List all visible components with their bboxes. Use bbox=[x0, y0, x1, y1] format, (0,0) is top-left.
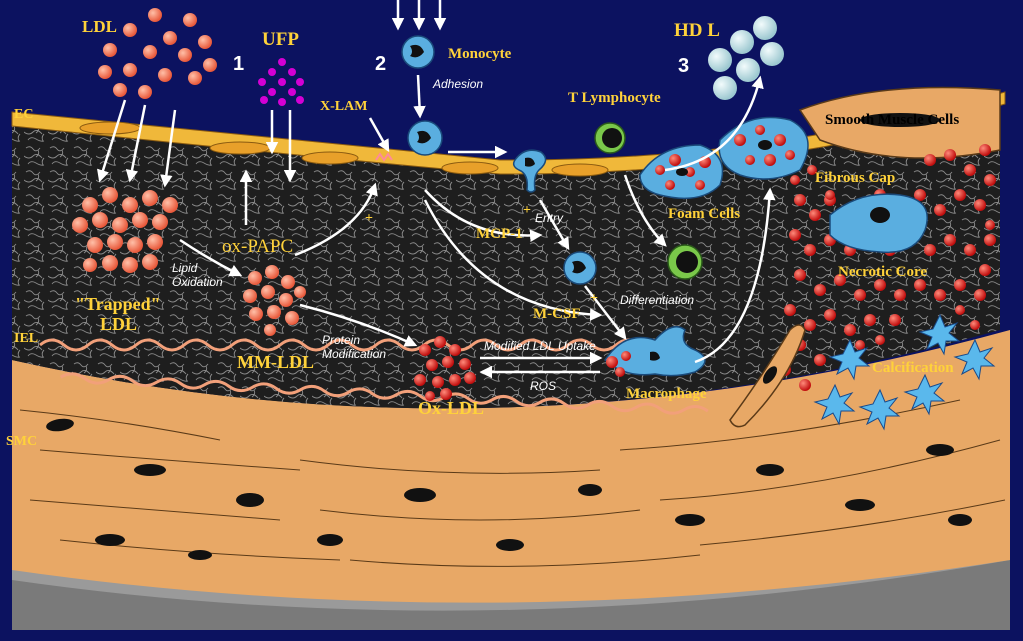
ox-ldl-cluster bbox=[414, 336, 476, 401]
label-protein-modification-line1: Protein bbox=[322, 333, 360, 347]
label-lipid-oxidation-line1: Lipid bbox=[172, 261, 198, 275]
smc-nuclei bbox=[46, 418, 972, 560]
ldl-particles bbox=[98, 8, 217, 99]
label-mm-ldl: MM-LDL bbox=[237, 352, 314, 372]
label-t-lymphocyte: T Lymphocyte bbox=[568, 90, 661, 106]
plus-3: + bbox=[590, 291, 598, 306]
label-modified-ldl-uptake: Modified LDL Uptake bbox=[484, 339, 596, 353]
monocyte-blood bbox=[401, 35, 435, 69]
label-macrophage: Macrophage bbox=[626, 386, 707, 402]
label-number-2: 2 bbox=[375, 53, 386, 75]
plus-signs: + + + bbox=[365, 203, 598, 306]
hdl-particles bbox=[708, 16, 784, 100]
monocyte-adhering bbox=[407, 120, 443, 156]
ufp-particles bbox=[258, 58, 304, 106]
label-m-csf: M-CSF bbox=[533, 306, 581, 322]
label-xlam: X-LAM bbox=[320, 99, 367, 114]
label-adhesion: Adhesion bbox=[432, 77, 483, 91]
plus-2: + bbox=[523, 203, 531, 218]
label-foam-cells: Foam Cells bbox=[668, 206, 740, 222]
necrotic-core-particles bbox=[779, 144, 996, 391]
label-ros: ROS bbox=[530, 379, 556, 393]
iel-line-lower bbox=[59, 372, 709, 415]
label-lipid-oxidation-line2: Oxidation bbox=[172, 275, 223, 289]
mm-ldl-cluster bbox=[243, 265, 306, 336]
arrows bbox=[97, 0, 776, 379]
label-hdl: HD L bbox=[674, 20, 720, 41]
label-protein-modification-line2: Modification bbox=[322, 347, 386, 361]
label-ec: EC bbox=[14, 107, 33, 122]
label-ox-ldl: Ox-LDL bbox=[418, 398, 484, 418]
label-number-1: 1 bbox=[233, 53, 244, 75]
iel-line bbox=[39, 338, 641, 352]
t-lymphocyte-blood bbox=[594, 122, 626, 154]
label-smooth-muscle-cells: Smooth Muscle Cells bbox=[825, 112, 959, 128]
label-necrotic-core: Necrotic Core bbox=[838, 264, 927, 280]
label-ldl: LDL bbox=[82, 17, 117, 36]
label-iel: IEL bbox=[14, 331, 38, 346]
label-number-3: 3 bbox=[678, 55, 689, 77]
calcification-stars bbox=[813, 313, 996, 431]
label-ox-papc: ox-PAPC bbox=[222, 236, 293, 257]
monocyte-entering bbox=[512, 149, 547, 193]
xlam-marker bbox=[375, 152, 393, 162]
label-mcp1: MCP-1 bbox=[476, 226, 523, 242]
label-entry: Entry bbox=[535, 211, 564, 225]
label-trapped-ldl-line1: "Trapped" bbox=[75, 294, 161, 314]
smc-top-nucleus bbox=[860, 113, 940, 127]
adventitia-dark-band bbox=[12, 560, 1010, 630]
label-fibrous-cap: Fibrous Cap bbox=[815, 170, 895, 186]
trapped-ldl-cluster bbox=[72, 187, 178, 273]
label-ufp: UFP bbox=[262, 29, 299, 50]
label-calcification: Calcification bbox=[872, 360, 954, 376]
monocyte-intima bbox=[563, 251, 597, 285]
necrotic-core-foam-cell bbox=[829, 193, 928, 254]
t-lymphocyte-intima bbox=[667, 244, 703, 280]
label-differentiation: Differentiation bbox=[620, 293, 694, 307]
macrophage-cell bbox=[604, 325, 706, 377]
label-smc: SMC bbox=[6, 434, 37, 449]
migrating-smc-nucleus bbox=[762, 366, 778, 384]
endothelial-cell-bumps bbox=[79, 121, 609, 177]
label-trapped-ldl-line2: LDL bbox=[100, 314, 137, 334]
label-monocyte: Monocyte bbox=[448, 46, 512, 62]
plus-1: + bbox=[365, 211, 373, 226]
necrotic-core-foam-nucleus bbox=[870, 207, 890, 223]
smc-cell-outlines bbox=[19, 399, 1006, 567]
